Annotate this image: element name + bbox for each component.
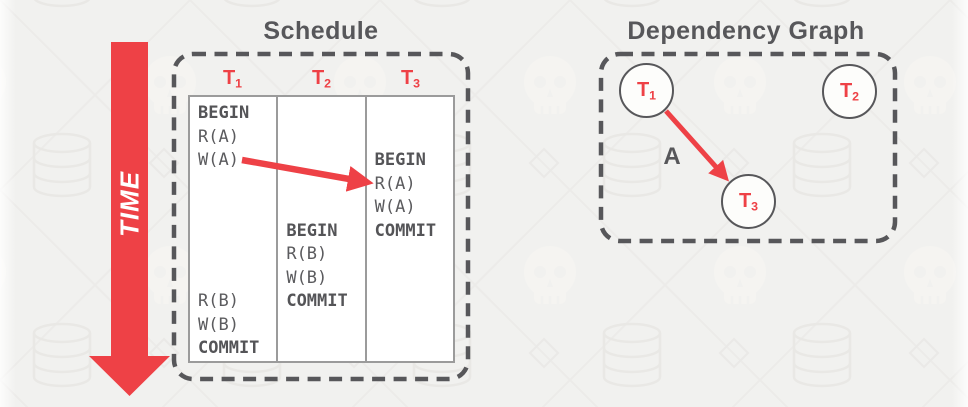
schedule-op: COMMIT (198, 338, 260, 358)
schedule-op (367, 126, 453, 150)
dependency-edge-label: A (663, 143, 681, 170)
schedule-op: BEGIN (198, 103, 250, 123)
txn-header-t3: T3 (366, 63, 455, 93)
node-t2: T2 (822, 64, 877, 119)
schedule-op (367, 337, 453, 361)
schedule-op: BEGIN (286, 220, 338, 241)
txn-header-t3-sub: 3 (413, 76, 421, 91)
txn-header-t2-base: T (311, 67, 325, 89)
txn-header-t1: T1 (188, 63, 277, 93)
schedule-op (278, 126, 364, 150)
node-t1-label: T1 (637, 79, 656, 103)
schedule-op (190, 196, 276, 220)
schedule-op (190, 267, 276, 291)
schedule-op (278, 337, 364, 361)
schedule-table: BEGIN R(A) W(A) R(B) W(B) COMMIT BEGIN R… (188, 95, 455, 363)
schedule-op (190, 173, 276, 197)
node-t3-sub: 3 (751, 199, 759, 214)
dependency-graph-title: Dependency Graph (627, 17, 865, 45)
schedule-op: R(A) (198, 126, 239, 147)
txn-header-t3-base: T (400, 67, 414, 89)
schedule-op (367, 314, 453, 338)
schedule-op: R(B) (198, 291, 239, 311)
schedule-title: Schedule (263, 17, 379, 45)
node-t3-base: T (738, 189, 752, 212)
time-axis-label: TIME (114, 170, 145, 238)
node-t2-base: T (839, 79, 853, 102)
schedule-op (367, 102, 453, 126)
schedule-op (190, 220, 276, 244)
schedule-op: BEGIN (374, 150, 426, 170)
schedule-op (278, 102, 364, 126)
txn-header-t2: T2 (277, 63, 366, 93)
schedule-op (367, 267, 453, 291)
schedule-op: W(A) (198, 150, 239, 170)
txn-header-t2-sub: 2 (324, 76, 332, 91)
node-t1-base: T (636, 78, 650, 101)
schedule-op: W(B) (286, 267, 328, 288)
node-t2-sub: 2 (852, 89, 860, 104)
schedule-column-t1: BEGIN R(A) W(A) R(B) W(B) COMMIT (190, 97, 279, 361)
schedule-op: W(B) (198, 314, 239, 335)
schedule-op (367, 290, 453, 314)
schedule-op (278, 173, 364, 197)
schedule-column-t3: BEGIN R(A) W(A) COMMIT (367, 97, 453, 361)
node-t3: T3 (721, 174, 776, 229)
schedule-op (190, 243, 276, 267)
node-t3-label: T3 (739, 190, 758, 214)
schedule-column-t2: BEGIN R(B) W(B) COMMIT (278, 97, 367, 361)
schedule-op: COMMIT (374, 220, 437, 241)
schedule-op: R(A) (374, 173, 416, 194)
schedule-op: COMMIT (286, 291, 348, 311)
txn-header-t1-sub: 1 (235, 76, 243, 91)
txn-header-t1-base: T (222, 67, 236, 89)
node-t1: T1 (619, 63, 674, 118)
node-t1-sub: 1 (649, 88, 657, 103)
schedule-op (278, 314, 364, 338)
schedule-op (278, 149, 364, 173)
schedule-op: R(B) (286, 244, 328, 264)
schedule-op: W(A) (374, 197, 416, 217)
node-t2-label: T2 (840, 80, 859, 104)
schedule-op (278, 196, 364, 220)
schedule-op (367, 243, 453, 267)
schedule-header-row: T1 T2 T3 (188, 63, 455, 93)
